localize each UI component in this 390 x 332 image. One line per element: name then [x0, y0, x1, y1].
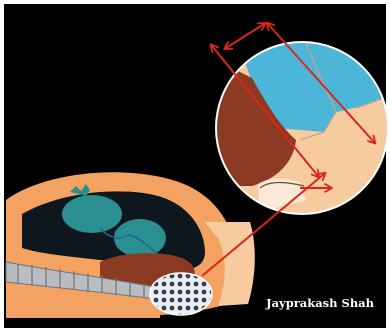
teal-blob-left [62, 195, 122, 233]
author-credit: Jayprakash Shah [266, 296, 374, 310]
mesh-ellipse [150, 273, 212, 315]
